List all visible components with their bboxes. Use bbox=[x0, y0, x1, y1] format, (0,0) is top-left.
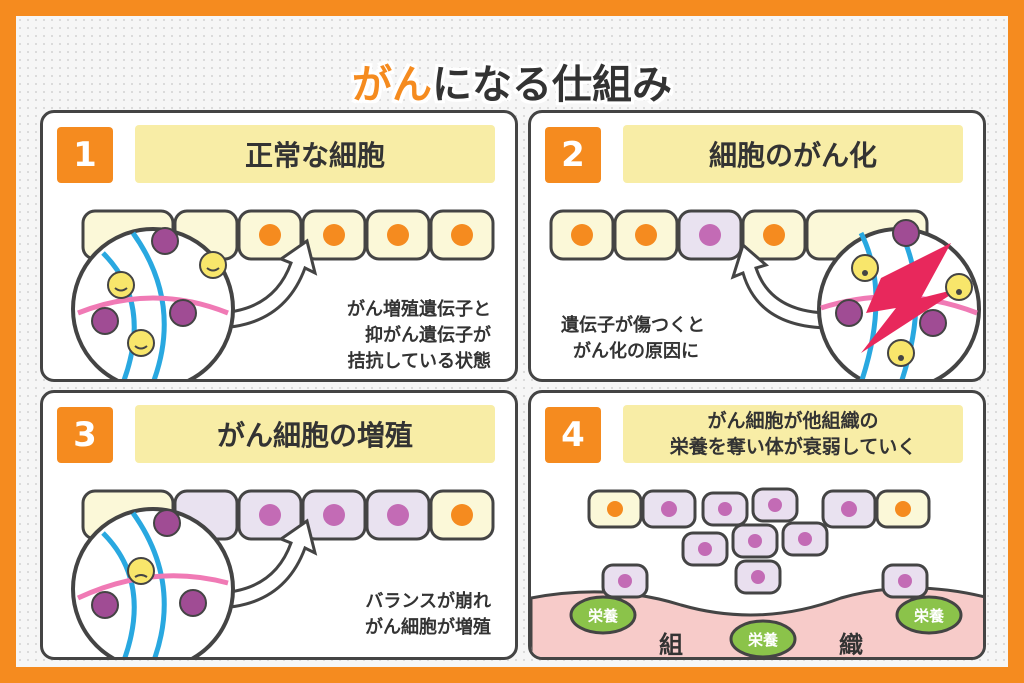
nutrient-label: 栄養 bbox=[913, 607, 945, 625]
step-heading: 細胞のがん化 bbox=[623, 125, 963, 183]
panel-4-body-weakening: 4 がん細胞が他組織の 栄養を奪い体が衰弱していく bbox=[528, 390, 986, 660]
zoom-circle bbox=[71, 507, 235, 657]
cell-row bbox=[81, 209, 495, 261]
cancer-gene-icon bbox=[151, 227, 179, 255]
page-title: がんになる仕組み bbox=[16, 52, 1008, 110]
panel-2-cell-canceration: 2 細胞のがん化 bbox=[528, 110, 986, 382]
cancer-gene-icon bbox=[91, 591, 119, 619]
cancer-gene-icon bbox=[153, 509, 181, 537]
cancer-gene-icon bbox=[835, 299, 863, 327]
cell-row bbox=[549, 209, 929, 261]
panel-1-normal-cells: 1 正常な細胞 bbox=[40, 110, 518, 382]
step-number: 3 bbox=[57, 407, 113, 463]
step-heading: がん細胞の増殖 bbox=[135, 405, 495, 463]
damage-bolt-icon bbox=[861, 243, 961, 353]
step-number: 2 bbox=[545, 127, 601, 183]
smile-face-icon bbox=[199, 251, 227, 279]
panel-3-cancer-proliferation: 3 がん細胞の増殖 bbox=[40, 390, 518, 660]
smile-face-icon bbox=[127, 329, 155, 357]
cancer-gene-icon bbox=[179, 589, 207, 617]
step-caption: バランスが崩れ がん細胞が増殖 bbox=[365, 591, 491, 638]
shocked-face-icon bbox=[887, 339, 915, 367]
smile-face-icon bbox=[107, 271, 135, 299]
cell-row bbox=[587, 489, 931, 529]
panel-3-illustration bbox=[71, 489, 495, 657]
panel-1-illustration bbox=[71, 209, 495, 379]
nutrient-label: 栄養 bbox=[747, 631, 779, 649]
step-caption: 遺伝子が傷つくと がん化の原因に bbox=[561, 315, 705, 362]
cancer-gene-icon bbox=[919, 309, 947, 337]
step-heading: 正常な細胞 bbox=[135, 125, 495, 183]
nutrient-label: 栄養 bbox=[587, 607, 619, 625]
cancer-gene-icon bbox=[91, 307, 119, 335]
worried-face-icon bbox=[127, 557, 155, 585]
step-number: 4 bbox=[545, 407, 601, 463]
shocked-face-icon bbox=[851, 254, 879, 282]
step-caption: がん増殖遺伝子と 抑がん遺伝子が 拮抗している状態 bbox=[347, 299, 491, 372]
step-heading: がん細胞が他組織の 栄養を奪い体が衰弱していく bbox=[623, 405, 963, 463]
panel-2-illustration bbox=[549, 209, 981, 379]
title-accent: がん bbox=[352, 62, 432, 108]
tissue-label-right: 織 bbox=[839, 631, 863, 659]
cancer-gene-icon bbox=[169, 299, 197, 327]
panel-4-illustration: 栄養 栄養 栄養 組 織 bbox=[531, 487, 983, 659]
shocked-face-icon bbox=[945, 273, 973, 301]
tissue-label-left: 組 bbox=[659, 631, 683, 659]
title-rest: になる仕組み bbox=[432, 62, 672, 108]
cancer-gene-icon bbox=[892, 219, 920, 247]
step-number: 1 bbox=[57, 127, 113, 183]
arrow-icon bbox=[730, 242, 833, 330]
nutrient-icon bbox=[569, 595, 963, 657]
